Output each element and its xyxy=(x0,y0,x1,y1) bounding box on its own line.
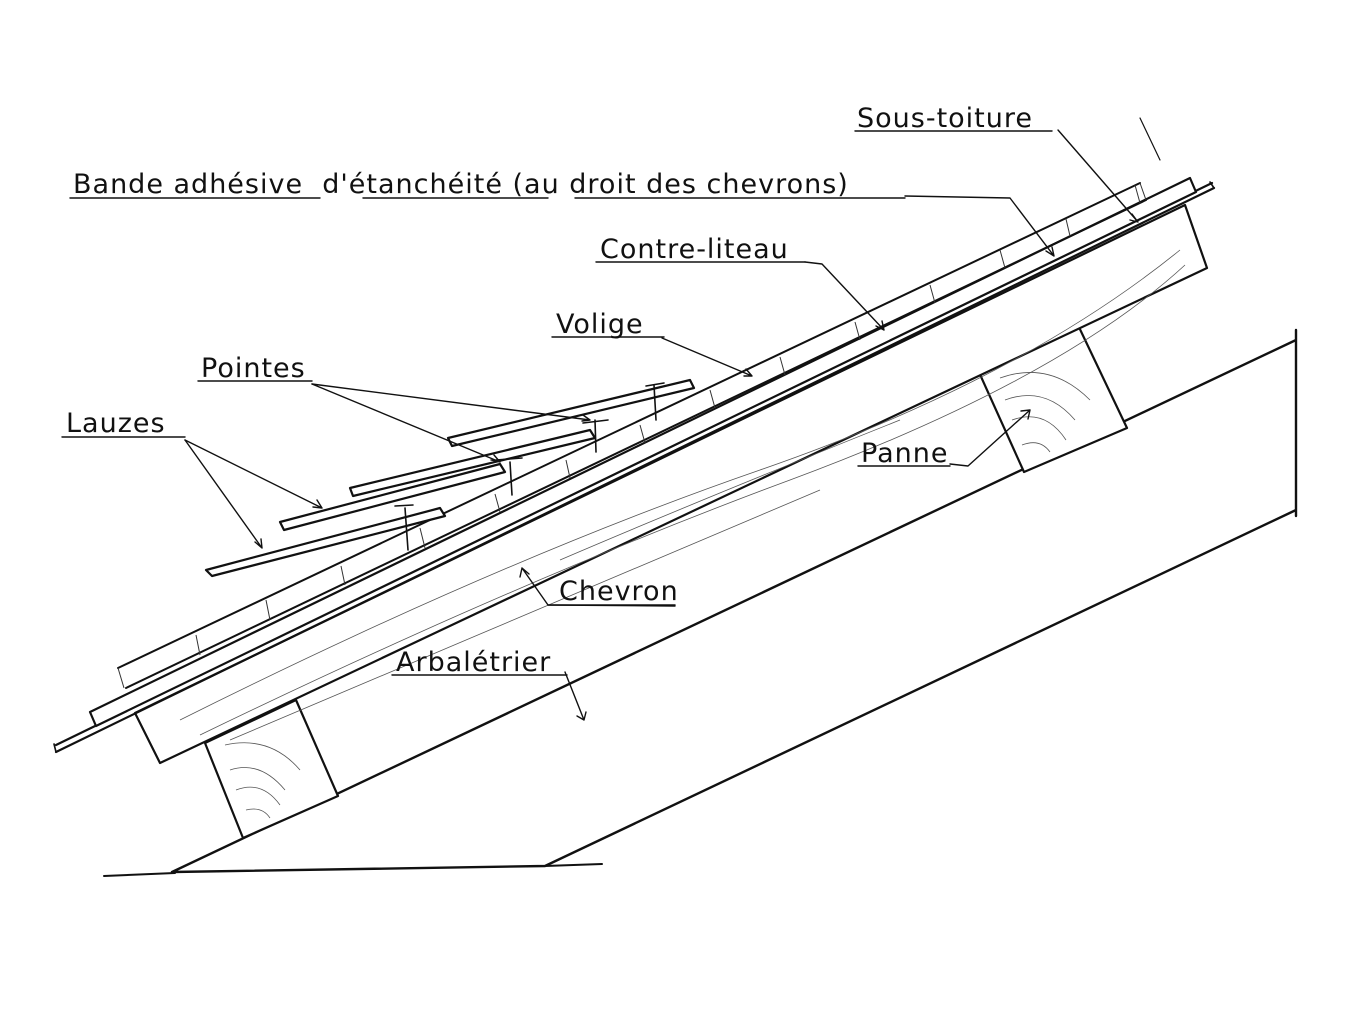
volige xyxy=(117,182,1147,689)
label-panne: Panne xyxy=(861,438,948,469)
pointes-nails xyxy=(394,382,665,551)
label-pointes: Pointes xyxy=(201,353,306,384)
panne-lower xyxy=(203,698,340,840)
lauzes-slates xyxy=(204,378,696,578)
label-contre-liteau: Contre-liteau xyxy=(600,234,789,265)
contre-liteau xyxy=(88,176,1198,728)
panne-upper xyxy=(976,321,1129,474)
label-arbaletrier: Arbalétrier xyxy=(396,647,551,678)
label-volige: Volige xyxy=(556,309,644,340)
labels: Sous-toiture Bande adhésive d'étanchéité… xyxy=(61,103,1053,678)
label-sous-toiture: Sous-toiture xyxy=(857,103,1033,134)
label-chevron: Chevron xyxy=(559,576,679,607)
chevron xyxy=(133,203,1209,765)
label-lauzes: Lauzes xyxy=(66,408,166,439)
label-bande-adhesive: Bande adhésive d'étanchéité (au droit de… xyxy=(73,169,849,200)
